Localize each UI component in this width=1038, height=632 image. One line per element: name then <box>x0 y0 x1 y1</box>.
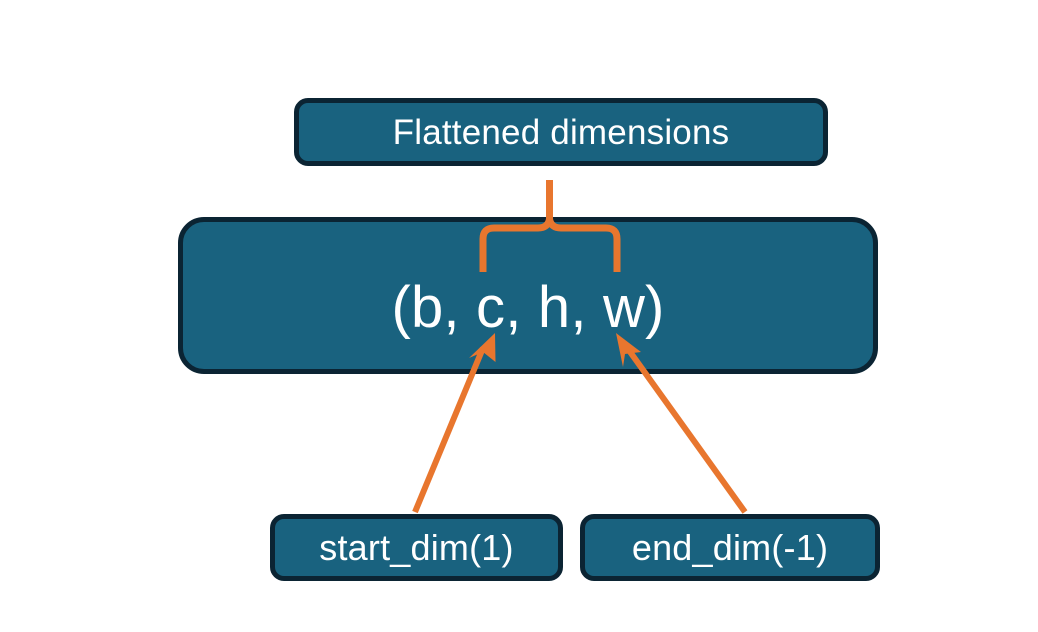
tensor-shape-label: (b, c, h, w) <box>391 274 665 340</box>
start-dim-label: start_dim(1) <box>319 526 514 568</box>
flattened-dimensions-node[interactable]: Flattened dimensions <box>294 98 828 166</box>
start-dim-node[interactable]: start_dim(1) <box>270 514 563 581</box>
tensor-shape-node[interactable]: (b, c, h, w) <box>178 217 878 374</box>
end-dim-label: end_dim(-1) <box>631 526 829 568</box>
end-dim-node[interactable]: end_dim(-1) <box>580 514 880 581</box>
flattened-dimensions-label: Flattened dimensions <box>392 112 730 152</box>
